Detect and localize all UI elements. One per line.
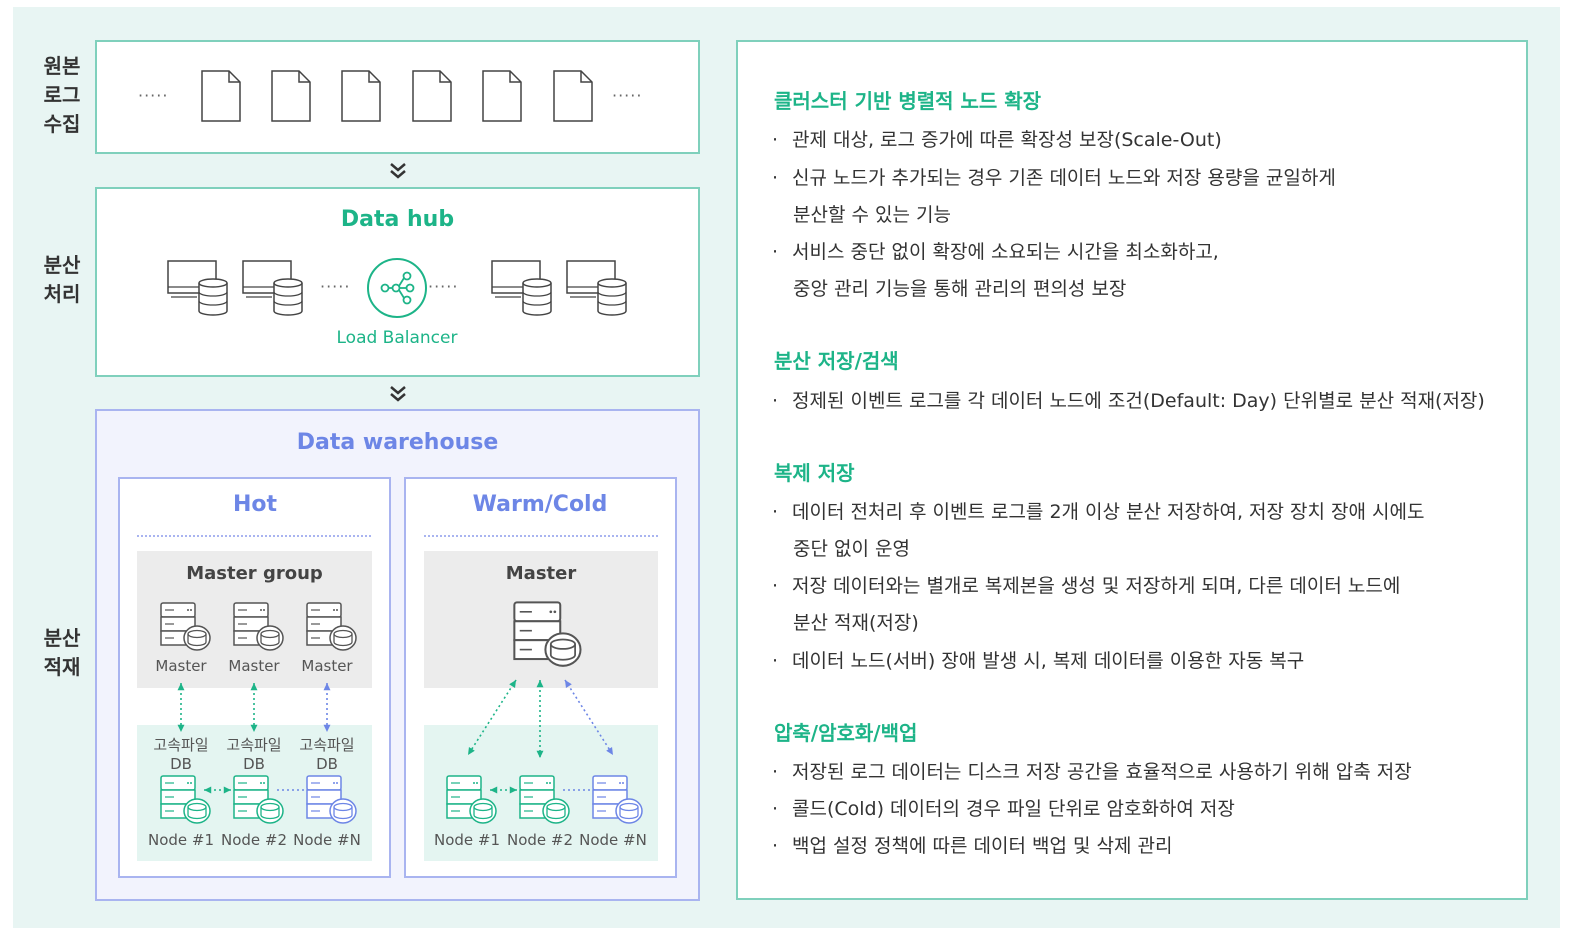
document-icon	[553, 70, 593, 122]
db-label: 고속파일 DB	[153, 736, 209, 773]
bullet-text: 서비스 중단 없이 확장에 소요되는 시간을 최소화하고,	[792, 241, 1219, 263]
document-icon	[412, 70, 452, 122]
bullet-continuation: 중단 없이 운영	[793, 538, 910, 560]
hot-divider	[137, 535, 371, 537]
chevron-down-icon	[390, 163, 406, 179]
bullet-dot: ·	[772, 798, 779, 820]
bullet-continuation: 분산 적재(저장)	[793, 612, 919, 634]
document-icon	[482, 70, 522, 122]
bullet-text: 백업 설정 정책에 따른 데이터 백업 및 삭제 관리	[792, 835, 1173, 857]
node-label: Node #N	[293, 831, 361, 849]
bullet-continuation: 중앙 관리 기능을 통해 관리의 편의성 보장	[793, 278, 1127, 300]
stage-label-collect: 원본 로그 수집	[43, 54, 81, 136]
node-label: Node #1	[433, 831, 501, 849]
warm-cold-title: Warm/Cold	[472, 492, 608, 517]
master-label: Master	[228, 657, 280, 675]
document-icon	[271, 70, 311, 122]
hub-dots-right: ·····	[428, 277, 459, 296]
bullet-dot: ·	[772, 835, 779, 857]
hot-master-group-title: Master group	[186, 563, 323, 584]
bullet-item: · 서비스 중단 없이 확장에 소요되는 시간을 최소화하고,	[772, 234, 1219, 271]
server-database-icon	[566, 260, 627, 316]
warm-divider	[424, 535, 658, 537]
bullet-dot: ·	[772, 575, 779, 597]
section-title: 복제 저장	[774, 461, 855, 485]
document-icon	[341, 70, 381, 122]
bullet-dot: ·	[772, 501, 779, 523]
section-title: 분산 저장/검색	[774, 349, 899, 373]
log-collect-panel	[95, 40, 700, 154]
hub-dots-left: ·····	[320, 277, 351, 296]
dots-left: ·····	[138, 86, 169, 105]
bullet-continuation: 분산할 수 있는 기능	[793, 204, 951, 226]
bullet-dot: ·	[772, 241, 779, 263]
warm-master-title: Master	[505, 563, 577, 584]
data-hub-title: Data hub	[340, 207, 455, 232]
bullet-item: · 신규 노드가 추가되는 경우 기존 데이터 노드와 저장 용량을 균일하게	[772, 160, 1336, 197]
stage-label-process: 분산 처리	[43, 253, 81, 306]
server-database-icon	[167, 260, 228, 316]
node-label: Node #2	[506, 831, 574, 849]
bullet-item: · 저장된 로그 데이터는 디스크 저장 공간을 효율적으로 사용하기 위해 압축…	[772, 754, 1412, 791]
node-label: Node #2	[220, 831, 288, 849]
section-title: 클러스터 기반 병렬적 노드 확장	[774, 89, 1042, 113]
feature-description-panel	[736, 40, 1528, 900]
bullet-text: 저장된 로그 데이터는 디스크 저장 공간을 효율적으로 사용하기 위해 압축 …	[792, 761, 1412, 783]
section-title: 압축/암호화/백업	[774, 721, 918, 745]
bullet-text: 데이터 노드(서버) 장애 발생 시, 복제 데이터를 이용한 자동 복구	[792, 650, 1305, 672]
db-label: 고속파일 DB	[226, 736, 282, 773]
bullet-item: · 콜드(Cold) 데이터의 경우 파일 단위로 암호화하여 저장	[772, 791, 1235, 828]
node-label: Node #1	[147, 831, 215, 849]
document-icon	[201, 70, 241, 122]
bullet-item: · 백업 설정 정책에 따른 데이터 백업 및 삭제 관리	[772, 828, 1172, 865]
hot-title: Hot	[232, 492, 278, 517]
bullet-text: 콜드(Cold) 데이터의 경우 파일 단위로 암호화하여 저장	[792, 798, 1235, 820]
stage-label-store: 분산 적재	[43, 626, 81, 679]
master-label: Master	[155, 657, 207, 675]
bullet-text: 저장 데이터와는 별개로 복제본을 생성 및 저장하게 되며, 다른 데이터 노…	[792, 575, 1401, 597]
chevron-down-icon	[390, 386, 406, 402]
load-balancer-label: Load Balancer	[336, 328, 458, 348]
db-label: 고속파일 DB	[299, 736, 355, 773]
bullet-dot: ·	[772, 761, 779, 783]
bullet-item: · 관제 대상, 로그 증가에 따른 확장성 보장(Scale-Out)	[772, 122, 1222, 159]
bullet-text: 데이터 전처리 후 이벤트 로그를 2개 이상 분산 저장하여, 저장 장치 장…	[792, 501, 1425, 523]
bullet-text: 관제 대상, 로그 증가에 따른 확장성 보장(Scale-Out)	[792, 129, 1222, 151]
bullet-item: · 데이터 전처리 후 이벤트 로그를 2개 이상 분산 저장하여, 저장 장치 …	[772, 494, 1424, 531]
server-database-icon	[491, 260, 552, 316]
bullet-dot: ·	[772, 129, 779, 151]
bullet-dot: ·	[772, 390, 779, 412]
master-label: Master	[301, 657, 353, 675]
node-label: Node #N	[579, 831, 647, 849]
dots-right: ·····	[612, 86, 643, 105]
bullet-dot: ·	[772, 167, 779, 189]
bullet-item: · 정제된 이벤트 로그를 각 데이터 노드에 조건(Default: Day) …	[772, 383, 1485, 420]
bullet-item: · 저장 데이터와는 별개로 복제본을 생성 및 저장하게 되며, 다른 데이터 …	[772, 568, 1400, 605]
bullet-text: 신규 노드가 추가되는 경우 기존 데이터 노드와 저장 용량을 균일하게	[792, 167, 1336, 189]
server-database-icon	[242, 260, 303, 316]
bullet-item: · 데이터 노드(서버) 장애 발생 시, 복제 데이터를 이용한 자동 복구	[772, 643, 1304, 680]
bullet-dot: ·	[772, 650, 779, 672]
load-balancer-icon	[367, 258, 427, 318]
bullet-text: 정제된 이벤트 로그를 각 데이터 노드에 조건(Default: Day) 단…	[792, 390, 1485, 412]
data-warehouse-title: Data warehouse	[296, 430, 499, 455]
